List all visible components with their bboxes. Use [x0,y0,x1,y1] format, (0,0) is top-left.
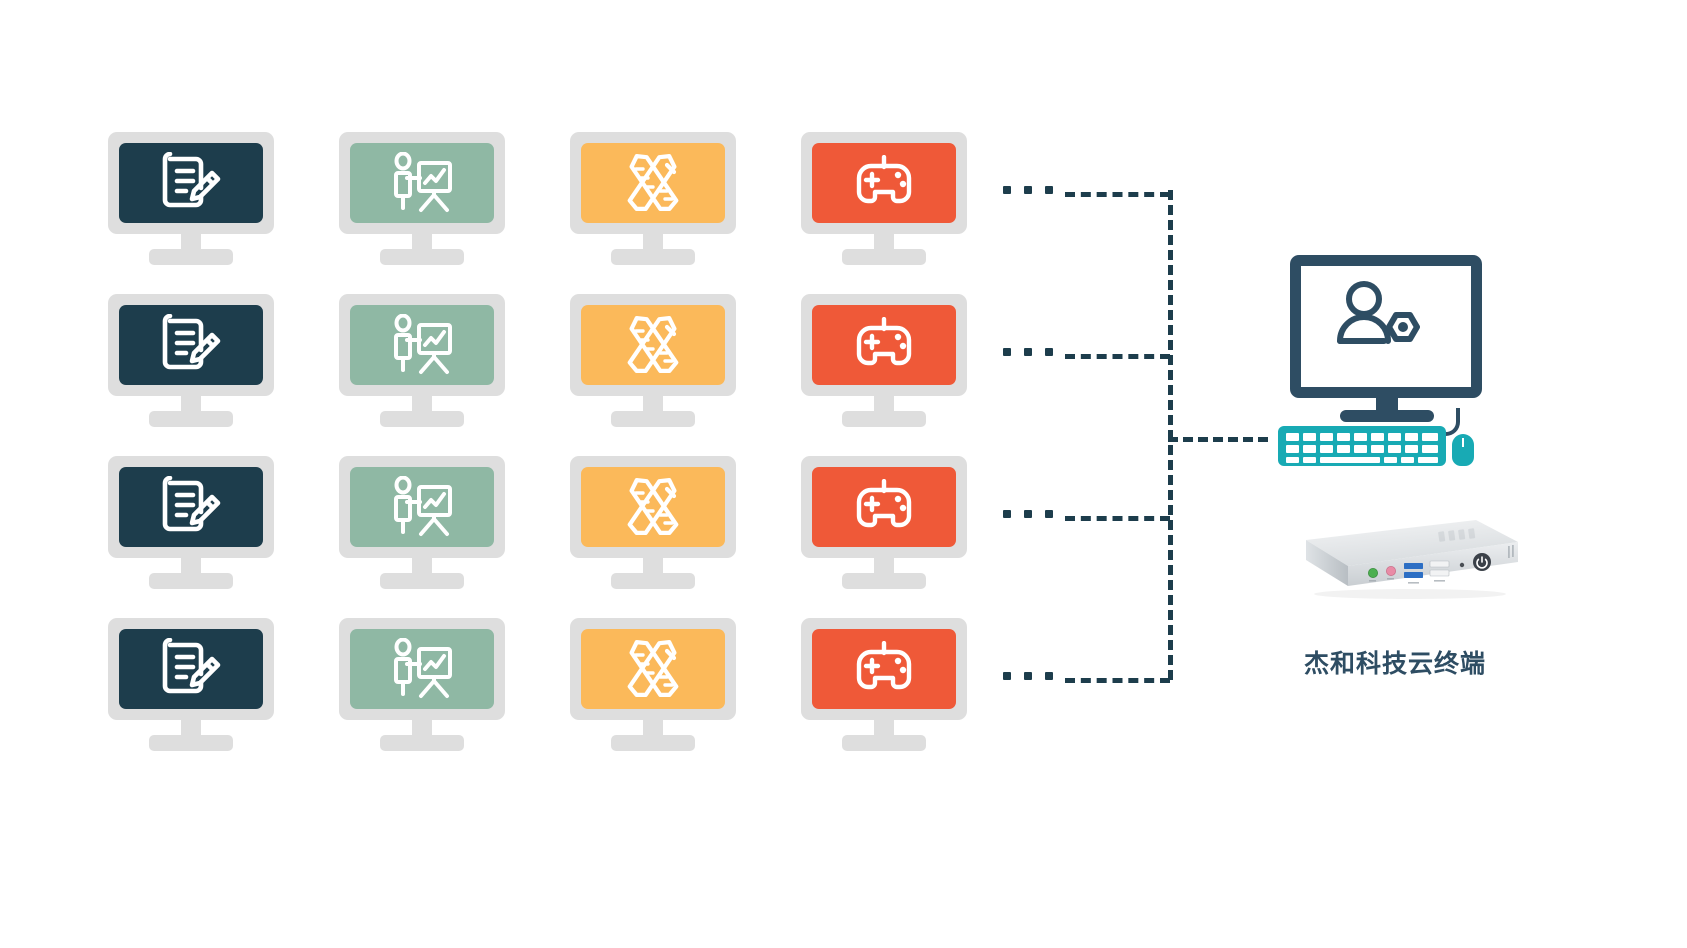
connector-row-3 [1065,516,1170,521]
client-monitor-presentation[interactable] [339,132,505,265]
monitor-base [380,735,464,751]
client-monitor-gaming[interactable] [801,294,967,427]
terminal-monitor-base [1340,410,1434,422]
ellipsis-row-2 [1003,348,1053,356]
user-settings-icon [1334,279,1420,364]
gamepad-icon [851,317,917,373]
presentation-easel-icon [389,314,455,376]
client-monitor-presentation[interactable] [339,456,505,589]
monitor-base [842,735,926,751]
terminal-monitor [1290,255,1482,422]
monitor-screen [350,143,494,223]
gamepad-icon [851,641,917,697]
monitor-base [380,573,464,589]
client-monitor-design[interactable] [570,294,736,427]
client-monitor-gaming[interactable] [801,456,967,589]
gamepad-icon [851,479,917,535]
monitor-screen [581,629,725,709]
client-monitor-document[interactable] [108,294,274,427]
monitor-screen [812,143,956,223]
mini-pc-icon [1270,506,1520,614]
cloud-terminal-group: 杰和科技云终端 [1270,255,1520,680]
monitor-base [842,411,926,427]
presentation-easel-icon [389,638,455,700]
monitor-base [611,573,695,589]
presentation-easel-icon [389,152,455,214]
terminal-peripherals [1270,408,1520,466]
monitor-screen [119,305,263,385]
ellipsis-row-3 [1003,510,1053,518]
monitor-base [611,735,695,751]
connector-to-terminal [1168,437,1268,442]
monitor-screen [812,305,956,385]
document-edit-icon [160,476,222,538]
connector-row-4 [1065,678,1170,683]
client-monitor-gaming[interactable] [801,132,967,265]
connector-row-1 [1065,192,1170,197]
monitor-screen [581,467,725,547]
client-monitor-document[interactable] [108,456,274,589]
mouse-icon [1452,434,1474,466]
monitor-base [611,249,695,265]
client-monitor-design[interactable] [570,456,736,589]
monitor-base [842,249,926,265]
client-monitor-document[interactable] [108,132,274,265]
monitor-screen [350,305,494,385]
monitor-base [149,573,233,589]
monitor-base [149,249,233,265]
pencil-ruler-icon [622,152,684,214]
client-monitor-document[interactable] [108,618,274,751]
connector-spine [1168,190,1173,680]
pencil-ruler-icon [622,314,684,376]
client-monitor-gaming[interactable] [801,618,967,751]
keyboard-icon [1278,426,1446,466]
monitor-base [380,249,464,265]
client-monitor-design[interactable] [570,132,736,265]
monitor-screen [350,629,494,709]
monitor-screen [119,629,263,709]
monitor-screen [350,467,494,547]
document-edit-icon [160,314,222,376]
monitor-base [611,411,695,427]
client-monitor-design[interactable] [570,618,736,751]
monitor-screen [581,305,725,385]
terminal-label: 杰和科技云终端 [1303,650,1486,678]
ellipsis-row-1 [1003,186,1053,194]
monitor-base [380,411,464,427]
pencil-ruler-icon [622,638,684,700]
document-edit-icon [160,638,222,700]
monitor-screen [812,467,956,547]
monitor-screen [581,143,725,223]
monitor-screen [812,629,956,709]
terminal-monitor-neck [1376,398,1398,412]
monitor-base [842,573,926,589]
monitor-screen [119,467,263,547]
monitor-screen [119,143,263,223]
monitor-base [149,411,233,427]
client-monitor-presentation[interactable] [339,618,505,751]
presentation-easel-icon [389,476,455,538]
ellipsis-row-4 [1003,672,1053,680]
gamepad-icon [851,155,917,211]
connector-row-2 [1065,354,1170,359]
monitor-base [149,735,233,751]
pencil-ruler-icon [622,476,684,538]
document-edit-icon [160,152,222,214]
client-monitor-presentation[interactable] [339,294,505,427]
